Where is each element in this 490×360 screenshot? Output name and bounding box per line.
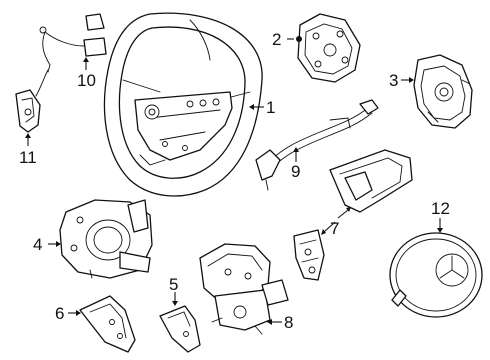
clock-spring-part [413, 54, 473, 129]
callout-10: 10 [77, 71, 96, 90]
callout-6: 6 [55, 304, 64, 323]
paddle-shifter-part [15, 69, 49, 133]
arrow-6 [76, 310, 81, 316]
arrow-7b [346, 207, 351, 212]
callout-12: 12 [431, 199, 450, 218]
combination-switch-assembly-part [199, 243, 289, 335]
callout-11: 11 [19, 148, 37, 167]
arrow-11 [25, 133, 31, 138]
callout-4: 4 [33, 235, 42, 254]
callout-7: 7 [330, 219, 339, 238]
arrow-4 [56, 241, 61, 247]
sensor-cable-part [39, 13, 107, 73]
arrow-12 [437, 228, 443, 233]
callout-5: 5 [169, 275, 178, 294]
column-switch-housing-part [59, 199, 153, 279]
trim-cover-part [293, 149, 413, 281]
leader-line-7b [337, 209, 349, 219]
arrow-7a [321, 229, 326, 235]
callout-8: 8 [284, 313, 293, 332]
trim-panel-part [159, 305, 201, 353]
callout-3: 3 [389, 71, 398, 90]
lower-cover-part [79, 295, 136, 353]
arrow-3 [409, 77, 414, 83]
airbag-module-part [389, 232, 483, 318]
steering-wheel-part [103, 12, 263, 197]
horn-contact-plate-part [296, 13, 361, 83]
arrow-10 [83, 57, 89, 62]
arrow-8 [267, 319, 272, 325]
arrow-1 [249, 104, 254, 110]
arrow-5 [172, 301, 178, 306]
callout-2: 2 [272, 30, 281, 49]
callout-1: 1 [266, 98, 275, 117]
leader-line-7a [323, 221, 336, 233]
arrow-9 [293, 147, 299, 152]
wiring-harness-part [255, 99, 379, 191]
callout-9: 9 [291, 162, 300, 181]
